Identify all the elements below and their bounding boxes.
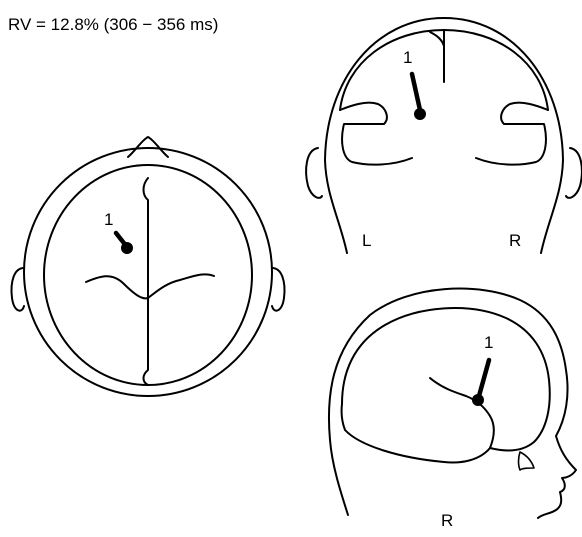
dipole-1-top-dot xyxy=(121,242,133,254)
longitudinal-fissure xyxy=(144,178,149,385)
sylvian-fissure xyxy=(430,378,494,448)
side-view-head: 1 R xyxy=(329,289,576,530)
right-ear xyxy=(272,268,285,311)
back-right-marker: R xyxy=(509,231,521,250)
back-left-temporal xyxy=(340,103,412,165)
dipole-1-back-label: 1 xyxy=(403,48,412,67)
side-scalp-outline xyxy=(329,289,576,518)
dipole-1-side xyxy=(479,360,489,396)
central-sulcus xyxy=(86,274,214,298)
residual-variance-caption: RV = 12.8% (306 − 356 ms) xyxy=(8,15,218,34)
back-fissure-curl xyxy=(430,32,444,46)
top-view-head: 1 xyxy=(12,137,285,396)
dipole-1-back-dot xyxy=(414,108,426,120)
dipole-1-back xyxy=(412,74,420,110)
back-right-temporal xyxy=(476,103,548,165)
back-right-ear xyxy=(566,148,582,198)
dipole-1-side-label: 1 xyxy=(484,333,493,352)
dipole-1-top-label: 1 xyxy=(104,210,113,229)
left-ear xyxy=(12,268,25,311)
dipole-1-side-dot xyxy=(472,394,484,406)
back-view-head: 1 L R xyxy=(306,18,582,253)
side-right-marker: R xyxy=(441,511,453,530)
side-brain-outline xyxy=(342,308,550,462)
eye-icon xyxy=(519,452,535,470)
back-left-ear xyxy=(306,148,322,198)
back-left-marker: L xyxy=(362,231,371,250)
